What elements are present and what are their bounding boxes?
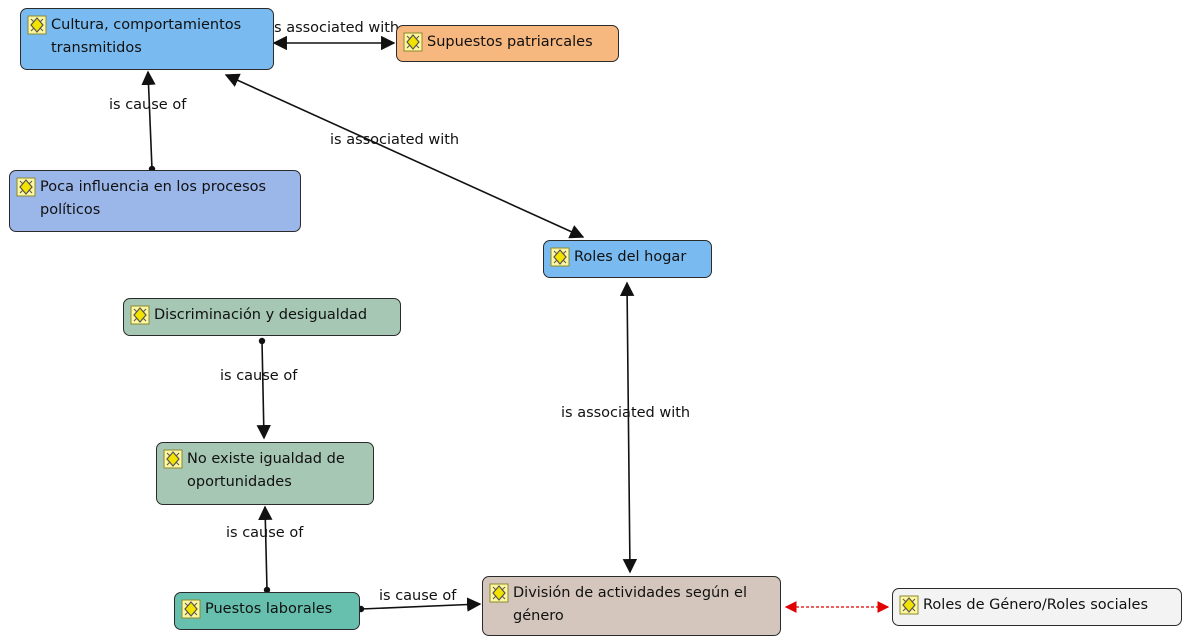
code-node-icon: [181, 599, 201, 619]
edge-label-cultura-roles: is associated with: [330, 132, 460, 148]
node-supuestos[interactable]: Supuestos patriarcales: [396, 25, 619, 62]
node-poca-influencia[interactable]: Poca influencia en los procesos político…: [9, 170, 301, 232]
node-roles-genero-label: Roles de Género/Roles sociales: [923, 597, 1149, 613]
node-supuestos-label: Supuestos patriarcales: [427, 34, 593, 50]
code-node-icon: [489, 583, 509, 603]
edge-cultura-roles[interactable]: [224, 73, 585, 239]
code-node-icon: [16, 177, 36, 197]
node-cultura[interactable]: Cultura, comportamientos transmitidos: [20, 8, 274, 70]
edge-label-cultura-supuestos: is associated with: [270, 20, 400, 36]
edge-label-puestos-division: is cause of: [379, 588, 457, 604]
edge-puestos-noexiste[interactable]: [258, 505, 273, 594]
code-node-icon: [130, 305, 150, 325]
edge-roles-division[interactable]: [619, 281, 638, 574]
code-node-icon: [27, 15, 47, 35]
edge-label-discriminacion-noexiste: is cause of: [220, 368, 298, 384]
edge-poca-cultura[interactable]: [141, 70, 156, 173]
node-cultura-label: Cultura, comportamientos transmitidos: [51, 17, 242, 56]
code-node-icon: [163, 449, 183, 469]
edge-puestos-division[interactable]: [357, 597, 482, 613]
code-node-icon: [899, 595, 919, 615]
node-division-label: División de actividades según el género: [513, 585, 747, 624]
node-puestos-label: Puestos laborales: [205, 601, 333, 617]
edge-discriminacion-noexiste[interactable]: [256, 337, 271, 440]
code-node-icon: [403, 32, 423, 52]
code-node-icon: [550, 247, 570, 267]
edge-label-poca-cultura: is cause of: [109, 97, 187, 113]
node-roles-hogar-label: Roles del hogar: [574, 249, 687, 265]
node-no-existe-label: No existe igualdad de oportunidades: [187, 451, 345, 490]
node-puestos[interactable]: Puestos laborales: [174, 592, 360, 630]
edge-label-puestos-noexiste: is cause of: [226, 525, 304, 541]
node-no-existe[interactable]: No existe igualdad de oportunidades: [156, 442, 374, 505]
node-division[interactable]: División de actividades según el género: [482, 576, 781, 636]
node-roles-genero[interactable]: Roles de Género/Roles sociales: [892, 588, 1182, 626]
node-discriminacion-label: Discriminación y desigualdad: [154, 307, 368, 323]
edge-label-roles-division: is associated with: [561, 405, 691, 421]
node-discriminacion[interactable]: Discriminación y desigualdad: [123, 298, 401, 336]
node-poca-influencia-label: Poca influencia en los procesos político…: [40, 179, 267, 218]
node-roles-hogar[interactable]: Roles del hogar: [543, 240, 712, 278]
